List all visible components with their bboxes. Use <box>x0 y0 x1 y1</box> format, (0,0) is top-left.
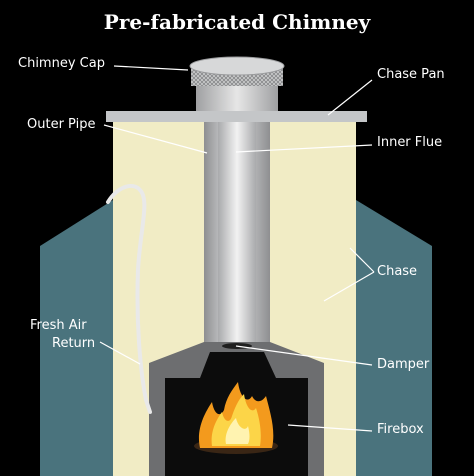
leader-chase-upper <box>349 247 375 273</box>
chase-pan <box>106 111 367 122</box>
diagram-title: Pre-fabricated Chimney <box>103 10 371 34</box>
leader-fresh-air <box>99 341 141 365</box>
leader-lines <box>99 65 375 432</box>
chimney-cap-collar <box>196 86 278 111</box>
leader-outer-pipe <box>103 124 208 154</box>
leader-chimney-cap <box>113 65 189 71</box>
fresh-air-return-hose <box>106 184 152 414</box>
label-fresh-air-line1: Fresh Air <box>30 318 87 333</box>
label-damper: Damper <box>377 357 430 372</box>
leader-damper <box>235 345 373 366</box>
leader-inner-flue <box>235 144 373 153</box>
chimney-cap-top <box>189 56 285 76</box>
flame-core <box>225 418 250 444</box>
chase-wall-right <box>356 200 432 476</box>
leader-firebox <box>287 424 373 432</box>
label-firebox: Firebox <box>377 422 424 437</box>
label-outer-pipe: Outer Pipe <box>27 117 96 132</box>
label-chimney-cap: Chimney Cap <box>18 56 105 71</box>
chase-wall-left <box>40 200 113 476</box>
label-inner-flue: Inner Flue <box>377 135 443 150</box>
leader-chase-lower <box>323 271 375 302</box>
label-chase: Chase <box>377 264 418 279</box>
leader-chase-pan <box>327 79 373 116</box>
label-fresh-air-line2: Return <box>52 336 96 351</box>
label-chase-pan: Chase Pan <box>377 67 445 82</box>
inner-flue <box>218 122 256 352</box>
